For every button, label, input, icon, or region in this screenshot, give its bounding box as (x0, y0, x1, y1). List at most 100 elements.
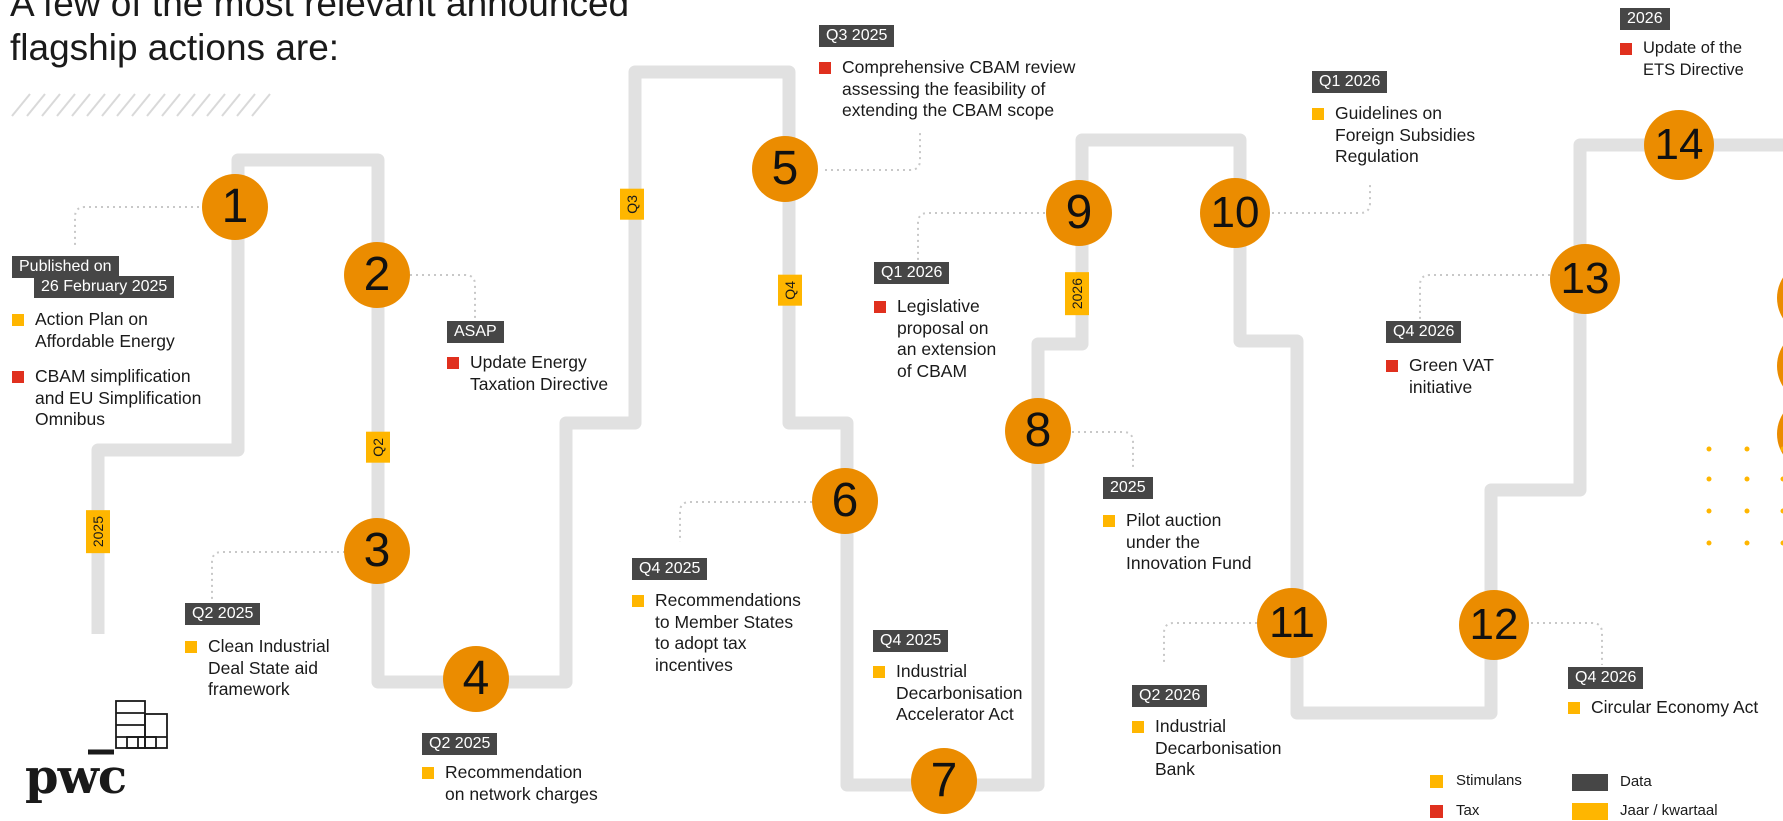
item-line: on network charges (445, 784, 598, 806)
item-line: under the (1126, 532, 1252, 554)
tax-marker (12, 371, 24, 383)
stimulus-marker (422, 767, 434, 779)
dotted-connectors (75, 130, 1602, 665)
legend-tax: Tax (1430, 801, 1479, 821)
item-tax-incentives: Recommendations to Member States to adop… (632, 590, 801, 676)
milestone-5: 5 (752, 136, 818, 202)
item-network-charges: Recommendation on network charges (422, 762, 598, 805)
legend-data-swatch (1572, 774, 1608, 791)
item-line: Action Plan on (35, 309, 175, 331)
stimulus-marker (1132, 721, 1144, 733)
item-line: framework (208, 679, 330, 701)
legend-data-label: Data (1620, 773, 1652, 790)
date-tag-q4-2025-b: Q4 2025 (873, 630, 948, 652)
item-foreign-subsidies: Guidelines on Foreign Subsidies Regulati… (1312, 103, 1475, 168)
item-line: an extension (897, 339, 996, 361)
legend-year-quarter: Jaar / kwartaal (1572, 801, 1718, 821)
title-line-2: flagship actions are: (10, 26, 629, 70)
milestone-13: 13 (1550, 244, 1620, 314)
item-line: Deal State aid (208, 658, 330, 680)
milestone-12: 12 (1459, 590, 1529, 660)
legend-data: Data (1572, 772, 1652, 792)
item-line: Clean Industrial (208, 636, 330, 658)
legend-tax-swatch (1430, 805, 1443, 818)
legend-stimulus: Stimulans (1430, 771, 1522, 791)
milestone-7: 7 (911, 748, 977, 814)
milestone-2: 2 (344, 242, 410, 308)
date-tag-2025: 2025 (1103, 477, 1153, 499)
stimulus-marker (12, 314, 24, 326)
item-line: extending the CBAM scope (842, 100, 1075, 122)
legend-stimulus-label: Stimulans (1456, 772, 1522, 789)
item-green-vat: Green VAT initiative (1386, 355, 1494, 398)
item-line: Affordable Energy (35, 331, 175, 353)
legend-year-quarter-swatch (1572, 803, 1608, 820)
item-line: Comprehensive CBAM review (842, 57, 1075, 79)
legend-tax-label: Tax (1456, 802, 1479, 819)
item-line: initiative (1409, 377, 1494, 399)
quarter-label-q4: Q4 (778, 275, 802, 306)
date-tag-q4-2025-a: Q4 2025 (632, 558, 707, 580)
item-line: Foreign Subsidies (1335, 125, 1475, 147)
dot-grid (1707, 447, 1783, 546)
date-tag-2026: 2026 (1620, 8, 1670, 30)
date-tag-q4-2026-b: Q4 2026 (1568, 667, 1643, 689)
hatch-decoration (12, 94, 270, 116)
item-ets-directive: Update of the ETS Directive (1620, 38, 1744, 81)
item-line: Regulation (1335, 146, 1475, 168)
title-line-1: A few of the most relevant announced (10, 0, 629, 26)
milestone-14: 14 (1644, 110, 1714, 180)
date-tag-q3-2025: Q3 2025 (819, 25, 894, 47)
item-line: Recommendation (445, 762, 598, 784)
item-accelerator-act: Industrial Decarbonisation Accelerator A… (873, 661, 1022, 726)
published-date-tag: 26 February 2025 (34, 276, 174, 298)
item-line: to adopt tax (655, 633, 801, 655)
item-line: Industrial (1155, 716, 1281, 738)
milestone-9: 9 (1046, 180, 1112, 246)
date-tag-q1-2026-b: Q1 2026 (1312, 71, 1387, 93)
item-clean-industrial-deal: Clean Industrial Deal State aid framewor… (185, 636, 330, 701)
milestone-8: 8 (1005, 398, 1071, 464)
item-line: Taxation Directive (470, 374, 608, 396)
milestone-4: 4 (443, 646, 509, 712)
pwc-logo: pwc (25, 752, 126, 802)
date-tag-q2-2025-a: Q2 2025 (185, 603, 260, 625)
tax-marker (874, 301, 886, 313)
legend-year-quarter-label: Jaar / kwartaal (1620, 802, 1718, 819)
quarter-label-q3: Q3 (620, 189, 644, 220)
item-line: of CBAM (897, 361, 996, 383)
date-tag-asap: ASAP (447, 321, 504, 343)
stimulus-marker (1312, 108, 1324, 120)
item-line: Bank (1155, 759, 1281, 781)
date-tag-q1-2026-a: Q1 2026 (874, 262, 949, 284)
date-tag-q4-2026-a: Q4 2026 (1386, 321, 1461, 343)
milestone-11: 11 (1257, 588, 1327, 658)
cropped-circles (1777, 260, 1783, 472)
quarter-label-q2: Q2 (366, 432, 390, 463)
milestone-10: 10 (1200, 178, 1270, 248)
item-line: Pilot auction (1126, 510, 1252, 532)
item-line: Green VAT (1409, 355, 1494, 377)
item-line: Decarbonisation (1155, 738, 1281, 760)
tax-marker (1386, 360, 1398, 372)
item-line: assessing the feasibility of (842, 79, 1075, 101)
page-title: A few of the most relevant announced fla… (10, 0, 629, 70)
published-on-tag: Published on (12, 256, 119, 278)
item-line: CBAM simplification (35, 366, 201, 388)
item-cbam-simplification: CBAM simplification and EU Simplificatio… (12, 366, 201, 431)
milestone-6: 6 (812, 468, 878, 534)
stimulus-marker (1103, 515, 1115, 527)
item-line: incentives (655, 655, 801, 677)
tax-marker (447, 357, 459, 369)
tax-marker (819, 62, 831, 74)
date-tag-q2-2025-b: Q2 2025 (422, 733, 497, 755)
item-line: Circular Economy Act (1591, 697, 1758, 719)
item-line: Accelerator Act (896, 704, 1022, 726)
pwc-logo-mark (88, 701, 167, 752)
item-action-plan-energy: Action Plan on Affordable Energy (12, 309, 175, 352)
item-energy-taxation: Update Energy Taxation Directive (447, 352, 608, 395)
item-line: Update Energy (470, 352, 608, 374)
year-label-2025: 2025 (86, 510, 110, 553)
item-line: Omnibus (35, 409, 201, 431)
date-tag-q2-2026: Q2 2026 (1132, 685, 1207, 707)
